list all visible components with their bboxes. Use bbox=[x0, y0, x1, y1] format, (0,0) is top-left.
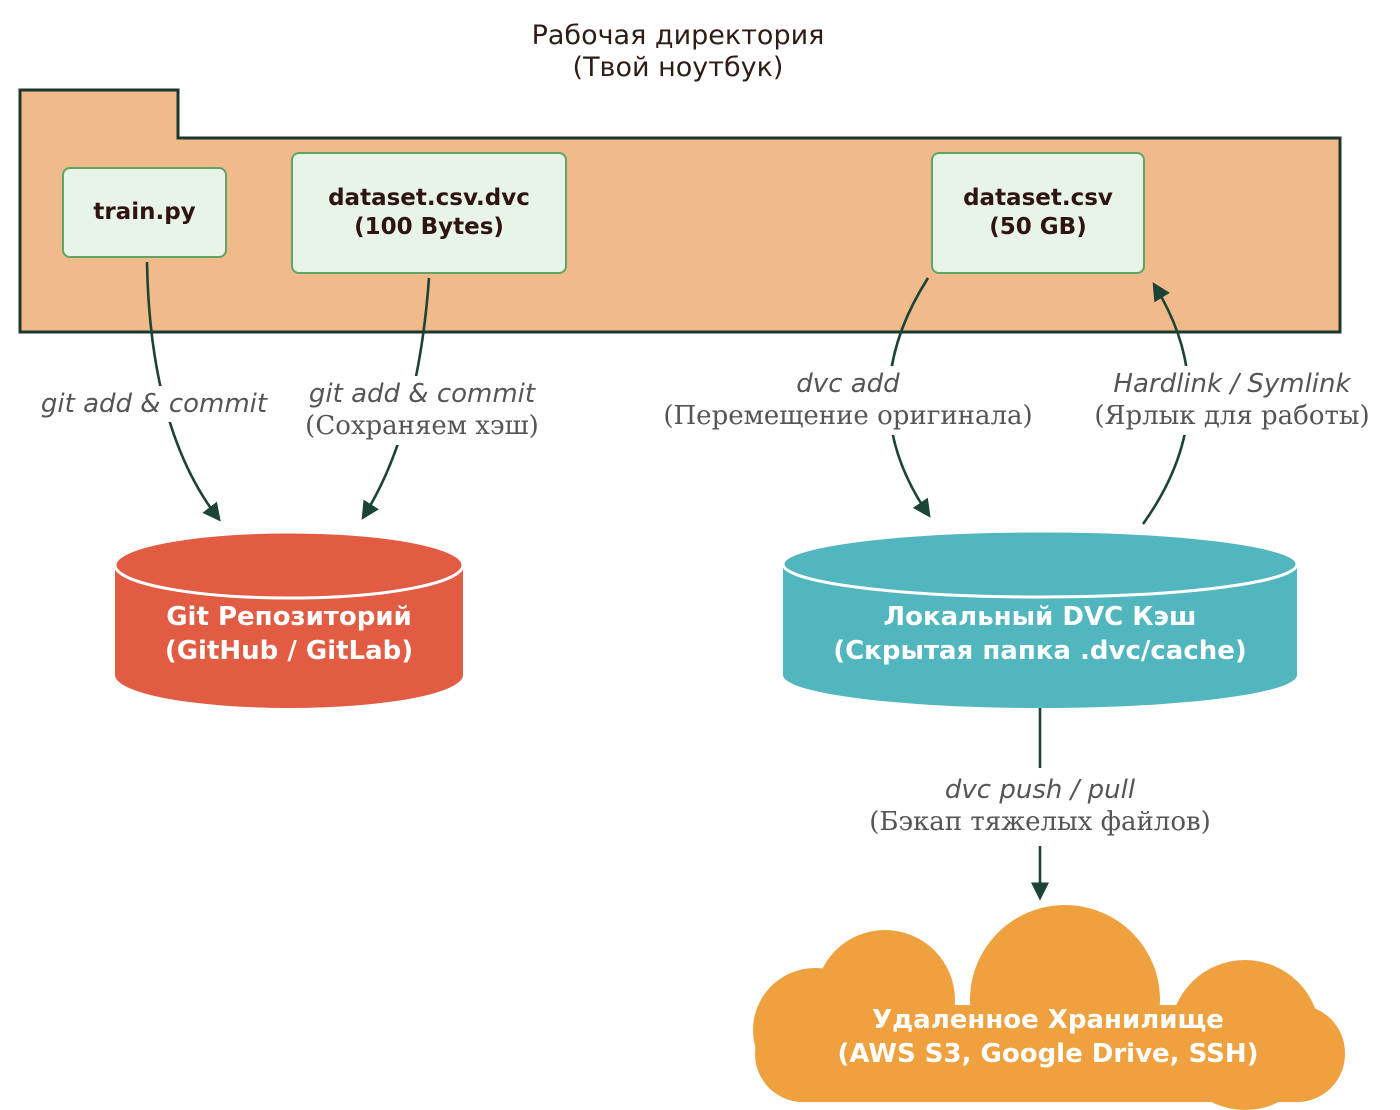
git-repo-label: Git Репозиторий (GitHub / GitLab) bbox=[164, 602, 414, 666]
file-name: dataset.csv.dvc bbox=[328, 185, 530, 211]
file-box-train-py: train.py bbox=[62, 167, 227, 258]
file-name: train.py bbox=[93, 199, 196, 225]
label-dvc-add: dvc add (Перемещение оригинала) bbox=[655, 366, 1041, 435]
remote-storage-cloud bbox=[753, 905, 1345, 1110]
label-git-add-commit-train: git add & commit bbox=[32, 386, 276, 422]
remote-storage-label: Удаленное Хранилище (AWS S3, Google Driv… bbox=[837, 1005, 1259, 1069]
file-size: (100 Bytes) bbox=[354, 214, 504, 240]
file-name: dataset.csv bbox=[963, 185, 1113, 211]
dvc-cache-label: Локальный DVC Кэш (Скрытая папка .dvc/ca… bbox=[833, 602, 1247, 666]
file-box-dataset-csv-dvc: dataset.csv.dvc (100 Bytes) bbox=[291, 152, 567, 274]
label-hardlink-symlink: Hardlink / Symlink (Ярлык для работы) bbox=[1086, 366, 1378, 435]
title-line2: (Твой ноутбук) bbox=[572, 52, 784, 83]
diagram-title: Рабочая директория (Твой ноутбук) bbox=[532, 20, 825, 84]
title-line1: Рабочая директория bbox=[531, 20, 825, 51]
label-git-add-commit-dvc: git add & commit (Сохраняем хэш) bbox=[297, 376, 547, 445]
dvc-cache-cylinder bbox=[781, 529, 1299, 708]
file-box-dataset-csv: dataset.csv (50 GB) bbox=[931, 152, 1145, 274]
label-dvc-push-pull: dvc push / pull (Бэкап тяжелых файлов) bbox=[861, 772, 1219, 841]
file-size: (50 GB) bbox=[989, 214, 1087, 240]
git-repo-cylinder bbox=[113, 530, 465, 708]
